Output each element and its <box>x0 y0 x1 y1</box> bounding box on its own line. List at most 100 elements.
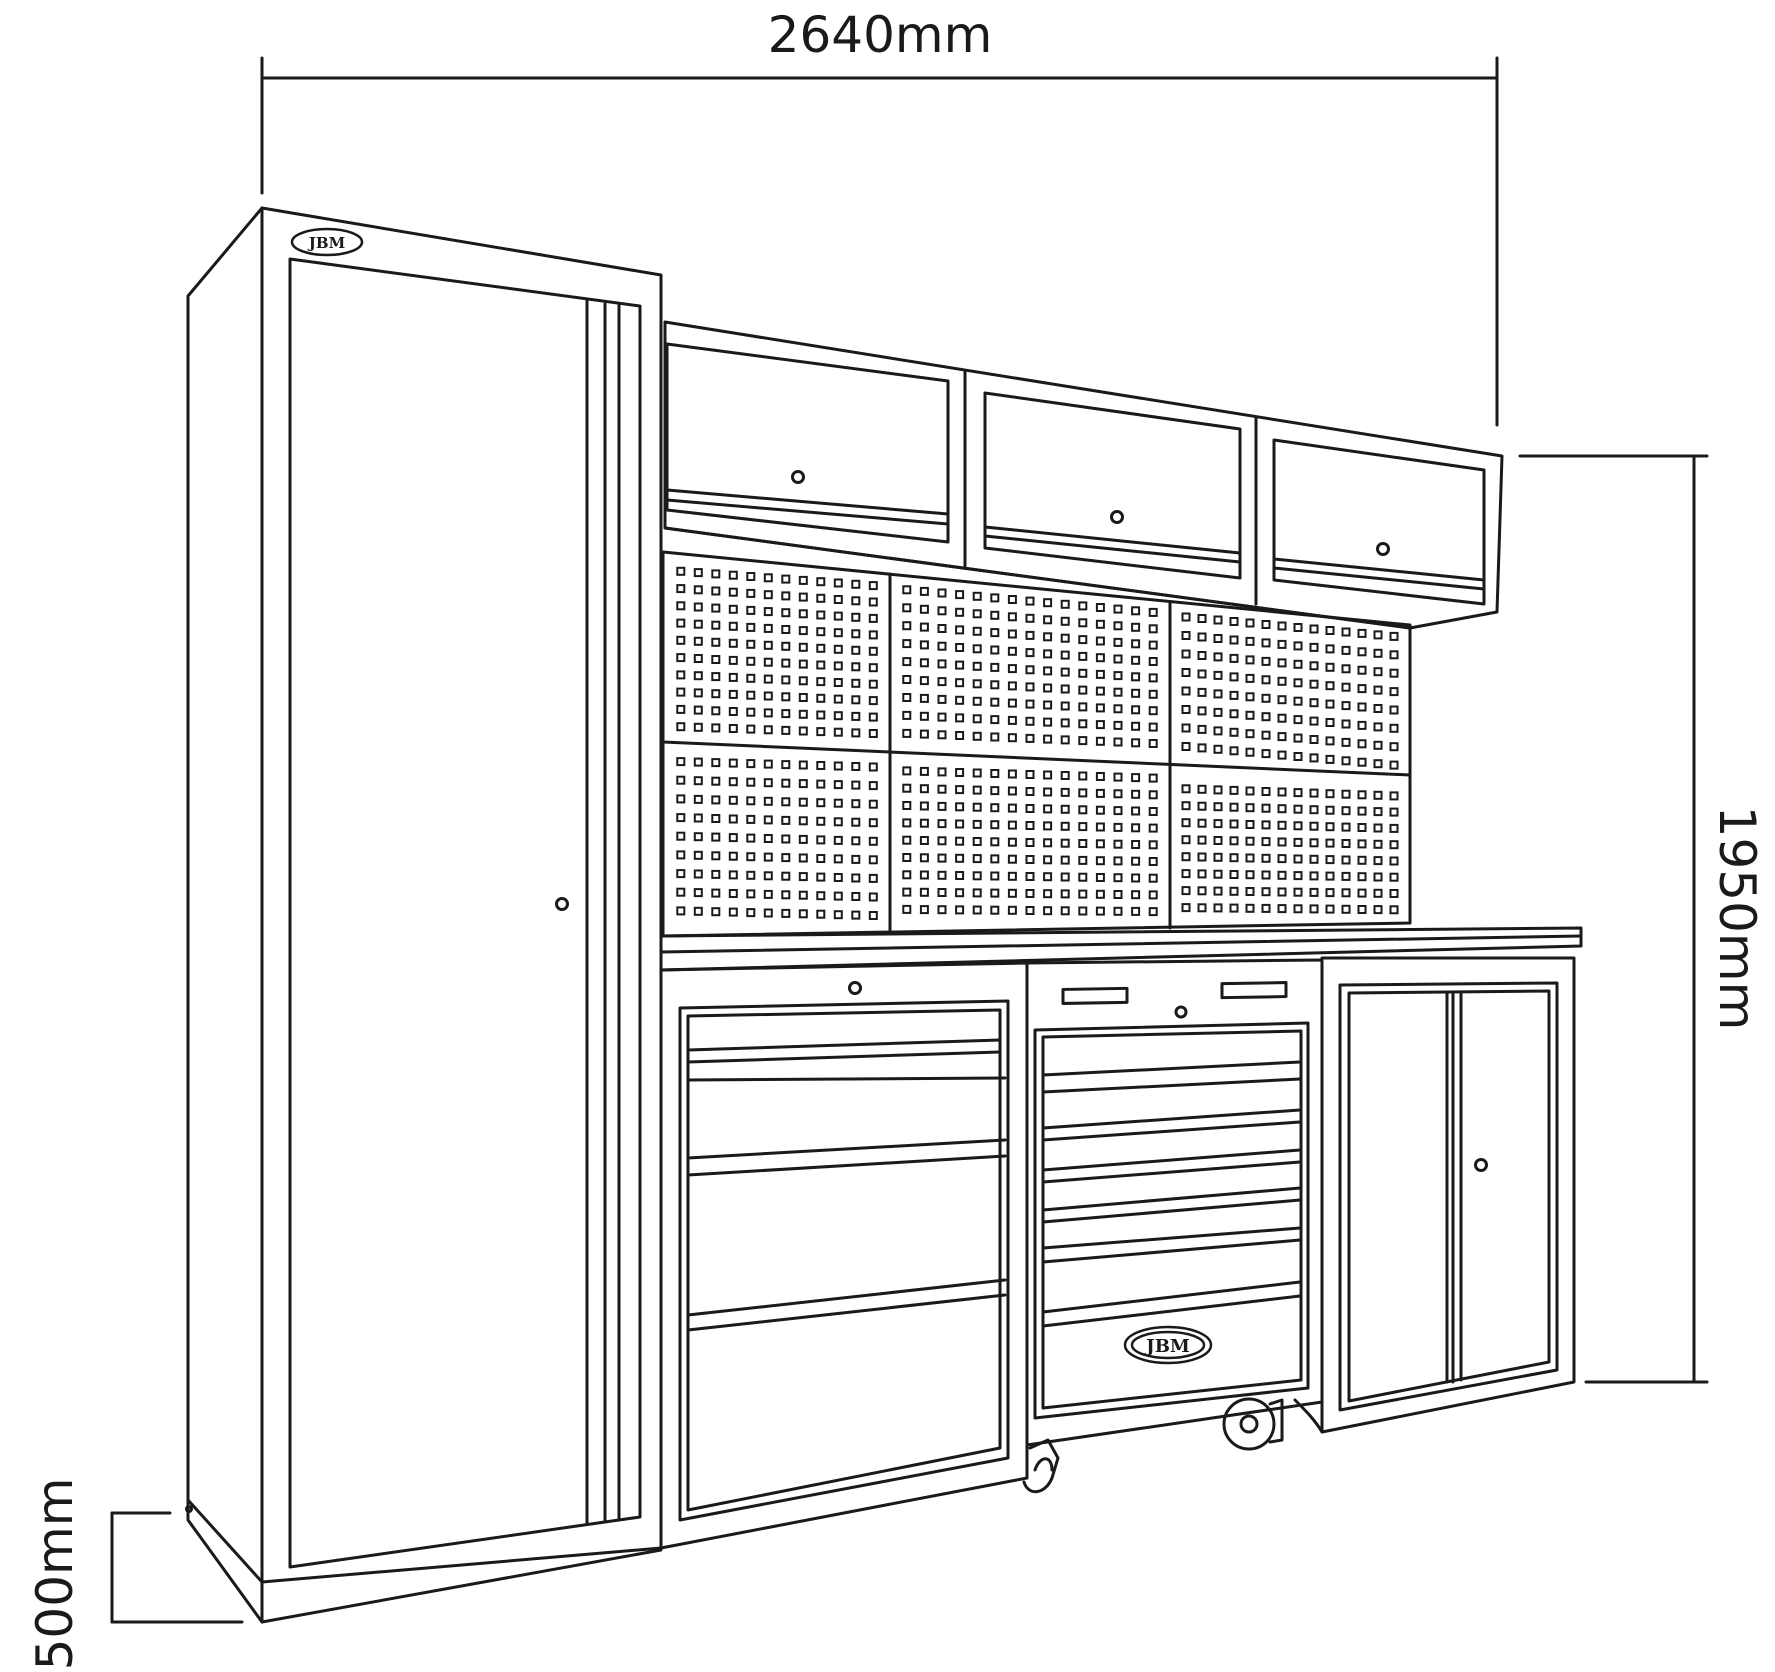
peg-hole <box>1261 787 1271 796</box>
peg-hole <box>1309 735 1319 744</box>
peg-hole <box>1373 905 1383 915</box>
peg-hole <box>676 775 686 785</box>
peg-hole <box>1007 820 1017 830</box>
peg-hole <box>1213 785 1223 795</box>
peg-hole <box>972 802 982 812</box>
peg-hole <box>1229 690 1239 700</box>
peg-hole <box>1293 678 1303 688</box>
peg-hole <box>851 854 861 864</box>
peg-hole <box>1025 716 1035 726</box>
peg-hole <box>1325 805 1335 815</box>
peg-hole <box>1213 852 1223 862</box>
peg-hole <box>746 777 756 787</box>
peg-hole <box>1213 652 1223 662</box>
peg-hole <box>833 694 843 704</box>
peg-hole <box>693 832 703 842</box>
peg-hole <box>1341 855 1351 865</box>
peg-hole <box>1078 805 1088 815</box>
peg-hole <box>1245 836 1255 846</box>
peg-hole <box>728 795 738 805</box>
peg-hole <box>1277 713 1287 723</box>
peg-hole <box>1357 702 1367 712</box>
peg-hole <box>1325 699 1335 709</box>
peg-hole <box>1325 754 1335 764</box>
peg-hole <box>1043 855 1053 865</box>
peg-hole <box>1293 788 1303 798</box>
wall-cabinet-2-lock-icon[interactable] <box>1110 510 1124 524</box>
peg-hole <box>1341 789 1351 799</box>
peg-hole <box>902 728 912 738</box>
peg-hole <box>972 785 982 795</box>
peg-hole <box>728 604 738 614</box>
peg-hole <box>1078 906 1088 916</box>
peg-hole <box>1007 803 1017 813</box>
peg-hole <box>763 889 773 899</box>
peg-hole <box>1131 606 1141 616</box>
peg-hole <box>972 768 982 778</box>
peg-hole <box>1113 704 1123 714</box>
peg-hole <box>1357 790 1367 800</box>
peg-hole <box>833 854 843 864</box>
peg-hole <box>937 836 947 846</box>
wall-cabinet-1-lock-icon[interactable] <box>791 470 805 484</box>
peg-hole <box>955 888 965 898</box>
peg-hole <box>1113 906 1123 916</box>
peg-hole <box>1373 790 1383 800</box>
peg-hole <box>1213 886 1223 896</box>
peg-hole <box>746 796 756 806</box>
peg-hole <box>1131 906 1141 916</box>
peg-hole <box>1373 685 1383 695</box>
peg-hole <box>781 760 791 770</box>
peg-hole <box>990 715 1000 725</box>
peg-hole <box>955 819 965 829</box>
peg-hole <box>1043 906 1053 916</box>
peg-hole <box>1261 656 1271 666</box>
peg-hole <box>1181 869 1191 879</box>
caster-wheel-left-icon <box>1022 1438 1060 1494</box>
peg-hole <box>833 595 843 604</box>
peg-hole <box>816 610 826 620</box>
peg-hole <box>781 675 791 685</box>
peg-hole <box>868 855 878 865</box>
peg-hole <box>1325 871 1335 881</box>
peg-hole <box>1245 729 1255 739</box>
right-cabinet-handle-icon[interactable] <box>1474 1158 1488 1172</box>
peg-hole <box>937 659 947 669</box>
peg-hole <box>1293 854 1303 864</box>
peg-hole <box>990 871 1000 881</box>
peg-hole <box>955 713 965 723</box>
peg-hole <box>1261 693 1271 703</box>
drawer-logo-label: JBM <box>1144 1336 1190 1357</box>
peg-hole <box>781 834 791 844</box>
peg-hole <box>693 568 703 578</box>
peg-hole <box>902 710 912 720</box>
peg-hole <box>816 779 826 789</box>
peg-hole <box>1025 733 1035 743</box>
peg-hole <box>1261 870 1271 880</box>
peg-hole <box>1261 638 1271 648</box>
peg-hole <box>1060 735 1070 745</box>
door-handle-icon[interactable] <box>555 897 569 911</box>
peg-hole <box>902 870 912 880</box>
peg-hole <box>1131 823 1141 833</box>
peg-hole <box>972 609 982 619</box>
wall-cabinet-3-lock-icon[interactable] <box>1376 542 1390 556</box>
peg-hole <box>1060 701 1070 711</box>
left-cabinet-lock-icon[interactable] <box>848 981 862 995</box>
peg-hole <box>902 853 912 862</box>
peg-hole <box>1197 835 1207 845</box>
peg-hole <box>868 873 878 883</box>
peg-hole <box>1213 903 1223 913</box>
peg-hole <box>711 637 721 647</box>
peg-hole <box>1357 665 1367 675</box>
peg-hole <box>1277 676 1287 686</box>
peg-hole <box>990 697 1000 707</box>
peg-hole <box>868 646 878 656</box>
peg-hole <box>781 778 791 788</box>
peg-hole <box>746 852 756 862</box>
dimension-height: 1950mm <box>1518 454 1766 1384</box>
rolling-cabinet-lock-icon[interactable] <box>1174 1005 1188 1019</box>
peg-hole <box>798 890 808 900</box>
peg-hole <box>919 836 929 845</box>
jbm-logo-top: JBM <box>290 227 364 257</box>
